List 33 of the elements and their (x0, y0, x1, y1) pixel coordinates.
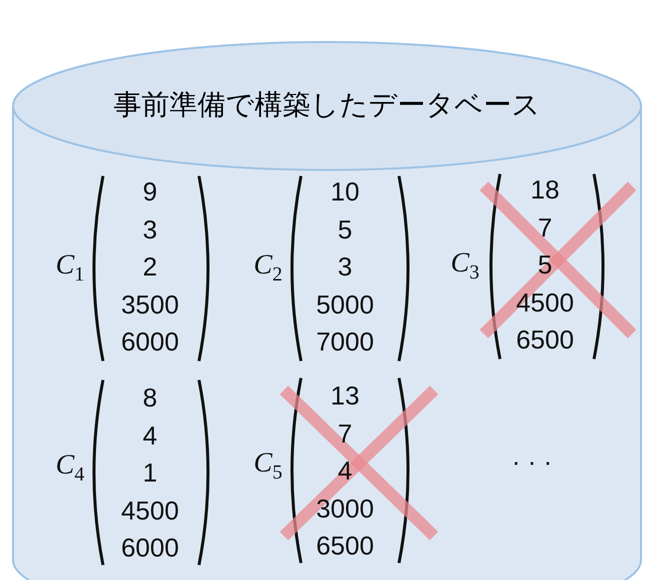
ellipsis: · · · (512, 446, 552, 478)
vector-entry: 3 (338, 252, 352, 282)
vector-entry: 7 (338, 418, 352, 449)
vector-name: C$_{5}$ (254, 448, 282, 484)
vector-entry: 4500 (516, 287, 574, 318)
vector-entry: 7000 (316, 326, 374, 358)
vector-name: C$_{2}$ (254, 250, 282, 286)
vector-entry: 3000 (316, 493, 374, 524)
vector-entry: 5000 (316, 289, 374, 320)
vector-entry: 2 (142, 252, 158, 282)
title-text: 事前準備で構築したデータベース (112, 87, 542, 123)
vector-name: C$_{1}$ (56, 250, 84, 286)
vector-entry: 18 (530, 174, 560, 206)
vector-entry: 8 (142, 382, 158, 414)
vector-entry: 4500 (121, 495, 179, 526)
vector-entry: 13 (330, 380, 360, 412)
vector-entry: 3500 (121, 289, 179, 320)
vector-entry: 6500 (316, 530, 374, 562)
vector-entry: 5 (538, 250, 552, 280)
vector-entry: 6500 (516, 324, 574, 356)
vector-name: C$_{4}$ (56, 450, 84, 486)
vector-entry: 9 (142, 176, 158, 208)
vector-entry: 6000 (121, 532, 179, 564)
vector-entry: 10 (330, 176, 360, 208)
vector-entry: 5 (338, 214, 352, 245)
vector-name: C$_{3}$ (450, 248, 480, 284)
vector-entry: 4 (142, 420, 158, 451)
vector-entry: 4 (338, 456, 352, 486)
vector-entry: 7 (538, 212, 552, 243)
vector-entry: 3 (142, 214, 158, 245)
database-cylinder (12, 40, 642, 580)
vector-entry: 6000 (121, 326, 179, 358)
vector-entry: 1 (142, 458, 158, 488)
